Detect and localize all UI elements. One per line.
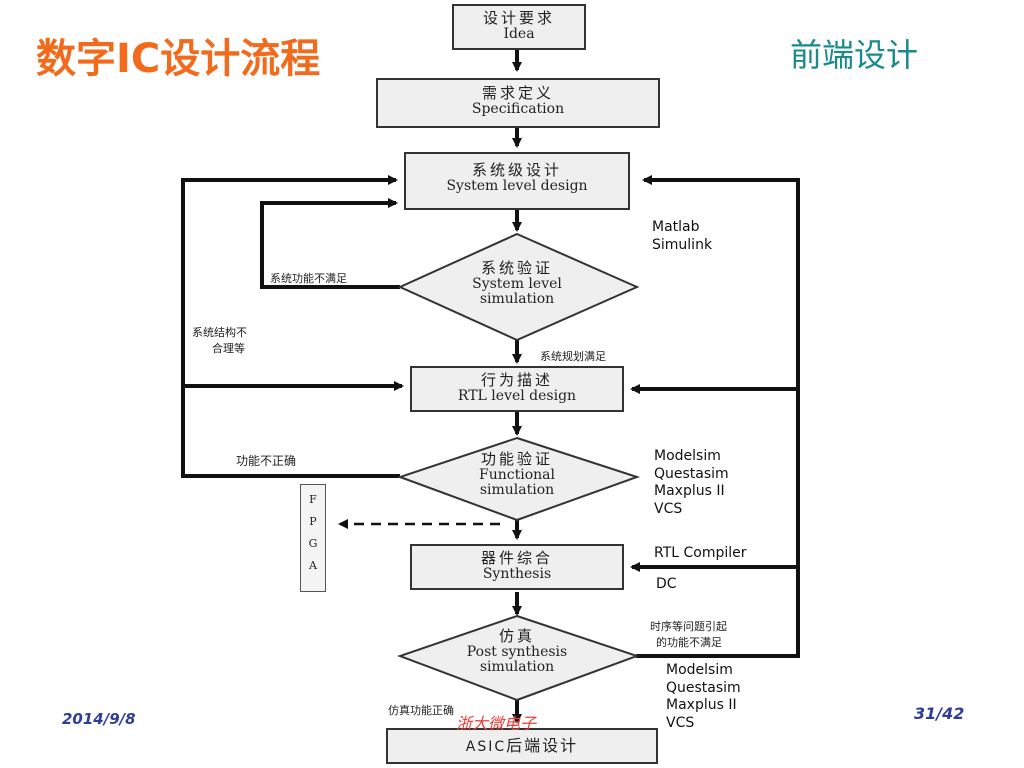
- note-func-wrong: 功能不正确: [236, 454, 297, 468]
- sysver-en1: System level: [472, 275, 562, 292]
- function-verify-diamond: [396, 436, 641, 522]
- system-verify-diamond: [397, 232, 640, 342]
- asic-en: ASIC: [465, 739, 507, 755]
- note-sys-not-met: 系统功能不满足: [270, 272, 347, 285]
- footer-date: 2014/9/8: [62, 710, 136, 728]
- footer-company: 浙大微电子: [456, 714, 537, 733]
- system-design-en: System level design: [446, 177, 588, 194]
- fpga-letter: G: [308, 537, 318, 550]
- post-sim-text: 仿真 Post synthesis simulation: [437, 628, 597, 676]
- rtl-en: RTL level design: [457, 387, 577, 404]
- rtl-design-box: 行为描述 RTL level design: [410, 366, 624, 412]
- tools-system: Matlab Simulink: [652, 219, 712, 254]
- tool-item: VCS: [666, 714, 695, 731]
- postsim-zh: 仿真: [498, 627, 535, 645]
- post-sim-diamond: [397, 614, 641, 702]
- tool-dc: DC: [656, 576, 677, 592]
- sysver-en2: simulation: [479, 291, 555, 308]
- funcver-en2: simulation: [479, 482, 555, 499]
- funcver-en1: Functional: [479, 466, 555, 483]
- system-design-box: 系统级设计 System level design: [404, 152, 630, 210]
- spec-box: 需求定义 Specification: [376, 78, 660, 128]
- fpga-box: F P G A: [300, 484, 326, 592]
- synthesis-box: 器件综合 Synthesis: [410, 544, 624, 590]
- synth-en: Synthesis: [482, 565, 552, 582]
- tool-item: Maxplus II: [666, 697, 737, 713]
- tool-item: VCS: [654, 500, 683, 517]
- note-sim-func-ok: 仿真功能正确: [388, 704, 454, 717]
- asic-zh: 后端设计: [506, 736, 579, 755]
- spec-en: Specification: [471, 100, 565, 117]
- idea-en: Idea: [503, 25, 535, 42]
- tool-item: Questasim: [666, 679, 741, 696]
- tool-rtl-compiler: RTL Compiler: [654, 545, 747, 561]
- fpga-letter: F: [309, 493, 317, 506]
- slide-subtitle: 前端设计: [790, 36, 919, 74]
- tool-item: Simulink: [652, 236, 713, 253]
- system-verify-text: 系统验证 System level simulation: [437, 260, 597, 308]
- tool-item: Maxplus II: [654, 483, 725, 499]
- note-sys-struct-2: 合理等: [212, 342, 245, 355]
- spec-zh: 需求定义: [481, 84, 554, 102]
- note-timing-1: 时序等问题引起: [650, 620, 727, 633]
- rtl-zh: 行为描述: [480, 371, 553, 389]
- postsim-en2: simulation: [479, 659, 555, 676]
- fpga-letter: P: [309, 515, 317, 528]
- asic-backend-box: ASIC后端设计: [386, 728, 658, 764]
- idea-zh: 设计要求: [482, 9, 555, 27]
- page-number: 31/42: [914, 704, 965, 723]
- tools-functional: Modelsim Questasim Maxplus II VCS: [654, 448, 729, 518]
- tool-item: Modelsim: [666, 662, 733, 678]
- fpga-letter: A: [309, 559, 317, 572]
- note-sys-plan-met: 系统规划满足: [540, 350, 606, 363]
- tool-item: Modelsim: [654, 448, 721, 464]
- postsim-en1: Post synthesis: [466, 643, 568, 660]
- idea-box: 设计要求 Idea: [452, 4, 586, 50]
- tool-item: Matlab: [652, 219, 700, 235]
- note-timing-2: 的功能不满足: [656, 636, 722, 649]
- synth-zh: 器件综合: [480, 549, 553, 567]
- tool-item: Questasim: [654, 465, 729, 482]
- note-sys-struct-1: 系统结构不: [192, 326, 247, 339]
- slide-title: 数字IC设计流程: [36, 36, 321, 82]
- tools-post-sim: Modelsim Questasim Maxplus II VCS: [666, 662, 741, 732]
- sysver-zh: 系统验证: [480, 259, 553, 277]
- function-verify-text: 功能验证 Functional simulation: [437, 451, 597, 499]
- funcver-zh: 功能验证: [480, 450, 553, 468]
- system-design-zh: 系统级设计: [471, 161, 562, 179]
